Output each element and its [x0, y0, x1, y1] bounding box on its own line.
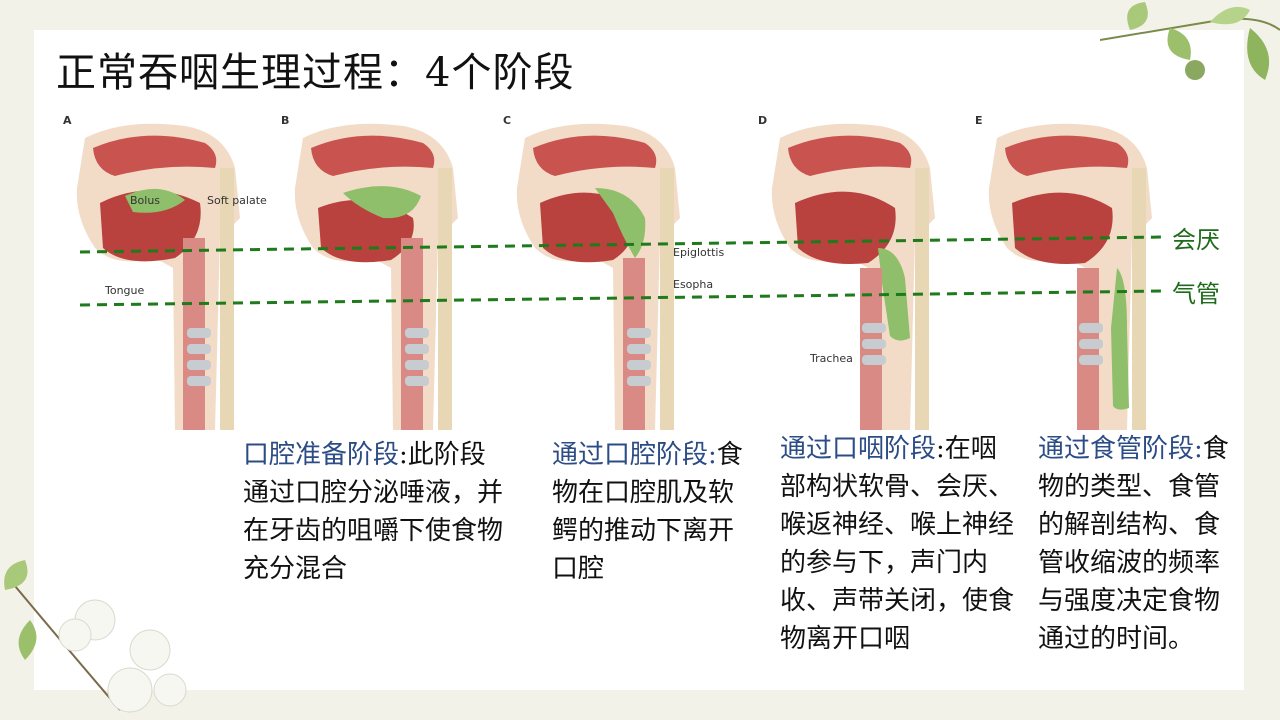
stage-body: 食物在口腔肌及软鳄的推动下离开口腔 [552, 440, 743, 584]
stage-2-text: 通过口腔阶段:食物在口腔肌及软鳄的推动下离开口腔 [552, 436, 758, 588]
stage-heading: 通过食管阶段: [1038, 434, 1203, 464]
cotton-flower-decoration-icon [4, 560, 187, 713]
panel-letter: C [503, 114, 512, 127]
stage-heading: 口腔准备阶段 [243, 440, 400, 470]
panel-a: A Bolus Soft palate Tongue [55, 108, 270, 430]
esophagus-label: Esopha [673, 278, 714, 291]
stage-heading: 通过口咽阶段 [780, 434, 937, 464]
tongue-label: Tongue [105, 284, 145, 297]
panel-letter: B [281, 114, 290, 127]
trachea-label: Trachea [810, 352, 853, 365]
head-section-illustration [988, 123, 1152, 430]
head-section-illustration [771, 123, 935, 430]
stage-body: :此阶段通过口腔分泌唾液，并在牙齿的咀嚼下使食物充分混合 [243, 440, 504, 584]
panel-letter: E [975, 114, 983, 127]
panel-letter: A [63, 114, 72, 127]
epiglottis-guide-label: 会厌 [1172, 226, 1220, 254]
leaf-decoration-icon [1100, 2, 1280, 80]
head-section-illustration [294, 123, 458, 430]
stage-1-text: 口腔准备阶段:此阶段通过口腔分泌唾液，并在牙齿的咀嚼下使食物充分混合 [243, 436, 505, 588]
panel-e: E [967, 108, 1182, 430]
head-section-illustration [516, 123, 680, 430]
swallowing-figure: A Bolus Soft palate Tongue B C Epiglotti [55, 108, 1240, 430]
epiglottis-label: Epiglottis [673, 246, 725, 259]
stage-body: :在咽部构状软骨、会厌、喉返神经、喉上神经的参与下，声门内收、声带关闭，使食物离… [780, 434, 1015, 654]
stage-3-text: 通过口咽阶段:在咽部构状软骨、会厌、喉返神经、喉上神经的参与下，声门内收、声带关… [780, 430, 1020, 658]
stage-4-text: 通过食管阶段:食物的类型、食管的解剖结构、食管收缩波的频率与强度决定食物通过的时… [1038, 430, 1244, 658]
stage-heading: 通过口腔阶段: [552, 440, 717, 470]
head-section-illustration [76, 123, 241, 430]
panel-c: C Epiglottis Esopha [495, 108, 724, 430]
panel-letter: D [758, 114, 768, 127]
bolus-label: Bolus [130, 194, 161, 207]
trachea-guide-label: 气管 [1172, 280, 1220, 308]
panel-b: B [273, 108, 488, 430]
page-title: 正常吞咽生理过程：4个阶段 [56, 50, 575, 96]
soft-palate-label: Soft palate [207, 194, 267, 207]
stage-body: 食物的类型、食管的解剖结构、食管收缩波的频率与强度决定食物通过的时间。 [1038, 434, 1229, 654]
panel-d: D Trachea [750, 108, 965, 430]
